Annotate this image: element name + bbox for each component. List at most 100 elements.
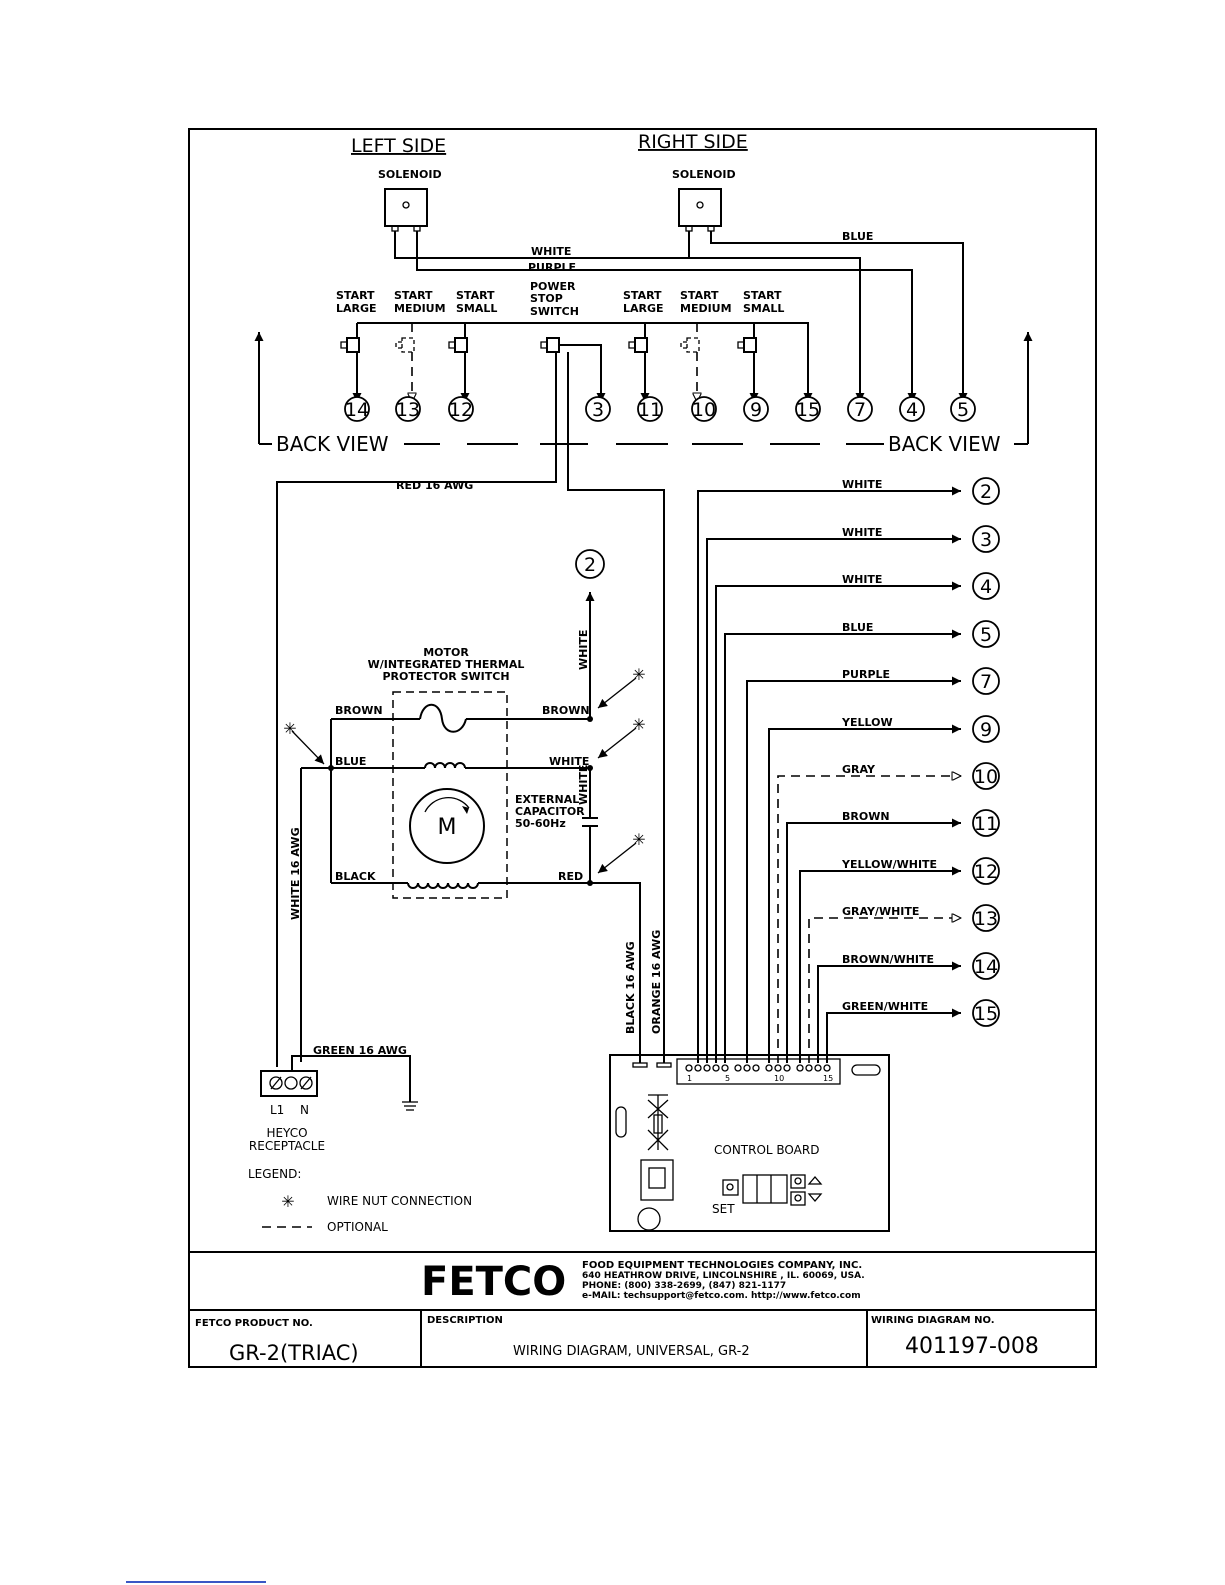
svg-text:GREEN/WHITE: GREEN/WHITE (842, 1000, 928, 1013)
control-board-title: CONTROL BOARD (714, 1143, 819, 1157)
svg-text:LARGE: LARGE (336, 302, 377, 315)
harness-terminal-15: 15 (974, 1003, 998, 1025)
company-name: FOOD EQUIPMENT TECHNOLOGIES COMPANY, INC… (582, 1260, 862, 1271)
harness-terminal-2: 2 (980, 481, 992, 503)
terminal-13: 13 (396, 399, 420, 421)
svg-text:YELLOW: YELLOW (841, 716, 893, 729)
svg-text:START: START (680, 289, 719, 302)
legend: LEGEND: ✳ WIRE NUT CONNECTION OPTIONAL (248, 1167, 472, 1234)
svg-text:BROWN: BROWN (335, 704, 383, 717)
terminal-9: 9 (750, 399, 762, 421)
svg-text:N: N (300, 1103, 309, 1117)
svg-text:MEDIUM: MEDIUM (394, 302, 446, 315)
svg-text:15: 15 (823, 1074, 833, 1083)
svg-text:YELLOW/WHITE: YELLOW/WHITE (841, 858, 937, 871)
terminal-11: 11 (638, 399, 662, 421)
ground-wire: GREEN 16 AWG (291, 1044, 418, 1111)
switch-common-bus (357, 322, 813, 402)
product-number: GR-2(TRIAC) (229, 1341, 359, 1365)
harness-terminal-14: 14 (974, 956, 998, 978)
start-large-left-switch (340, 323, 362, 402)
svg-text:START: START (336, 289, 375, 302)
svg-text:HEYCO: HEYCO (266, 1126, 307, 1140)
heyco-receptacle: L1 N HEYCO RECEPTACLE (249, 1070, 325, 1153)
left-side-heading: LEFT SIDE (351, 135, 446, 157)
description-label: DESCRIPTION (427, 1315, 503, 1326)
white-wire-label: WHITE (531, 245, 571, 258)
svg-text:START: START (394, 289, 433, 302)
svg-text:SMALL: SMALL (456, 302, 497, 315)
black-16-awg-label: BLACK 16 AWG (624, 941, 637, 1034)
svg-text:SWITCH: SWITCH (530, 305, 579, 318)
white-16-awg-label: WHITE 16 AWG (289, 827, 302, 920)
harness-terminal-13: 13 (974, 908, 998, 930)
harness-terminal-9: 9 (980, 719, 992, 741)
svg-text:WHITE: WHITE (549, 755, 589, 768)
harness-terminal-4: 4 (980, 576, 992, 598)
svg-text:WHITE: WHITE (842, 478, 882, 491)
blue-wire-label: BLUE (842, 230, 873, 243)
svg-text:WHITE: WHITE (577, 765, 590, 805)
power-stop-switch (276, 337, 665, 1067)
svg-text:BROWN/WHITE: BROWN/WHITE (842, 953, 934, 966)
solenoid-wiring: WHITE PURPLE BLUE (394, 230, 968, 402)
svg-text:POWER: POWER (530, 280, 576, 293)
svg-text:5: 5 (725, 1074, 730, 1083)
motor-terminal-2: 2 (584, 554, 596, 576)
svg-text:WHITE: WHITE (842, 573, 882, 586)
svg-text:STOP: STOP (530, 292, 563, 305)
motor-leads: 2 (300, 549, 641, 1063)
svg-text:BLUE: BLUE (335, 755, 366, 768)
svg-text:BROWN: BROWN (842, 810, 890, 823)
svg-text:640 HEATHROW DRIVE, LINCOLNSHI: 640 HEATHROW DRIVE, LINCOLNSHIRE , IL. 6… (582, 1271, 865, 1281)
purple-wire-label: PURPLE (528, 261, 576, 274)
switch-labels: START LARGE START MEDIUM START SMALL POW… (336, 280, 784, 318)
svg-text:EXTERNAL: EXTERNAL (515, 793, 579, 806)
red-16-awg-label: RED 16 AWG (396, 479, 473, 492)
diagram-no-label: WIRING DIAGRAM NO. (871, 1315, 995, 1326)
back-view-divider: BACK VIEW BACK VIEW (254, 332, 1033, 456)
svg-text:BLACK: BLACK (335, 870, 376, 883)
description-text: WIRING DIAGRAM, UNIVERSAL, GR-2 (513, 1344, 750, 1359)
legend-wire-nut: WIRE NUT CONNECTION (327, 1194, 472, 1208)
svg-text:BLUE: BLUE (842, 621, 873, 634)
wire-nut-icon: ✳ (632, 665, 645, 684)
svg-text:WHITE: WHITE (577, 630, 590, 670)
connector-pins (685, 1064, 831, 1072)
svg-text:GRAY: GRAY (842, 763, 876, 776)
sheet-frame (188, 128, 1097, 1368)
svg-text:MOTOR: MOTOR (423, 646, 469, 659)
terminal-5: 5 (957, 399, 969, 421)
up-arrow-icon (807, 1176, 823, 1185)
down-arrow-icon (807, 1193, 823, 1202)
terminal-3: 3 (592, 399, 604, 421)
svg-text:RED: RED (558, 870, 583, 883)
svg-text:START: START (623, 289, 662, 302)
terminal-12: 12 (449, 399, 473, 421)
harness-terminal-7: 7 (980, 671, 992, 693)
terminal-10: 10 (692, 399, 716, 421)
svg-text:RECEPTACLE: RECEPTACLE (249, 1139, 325, 1153)
right-solenoid: SOLENOID (672, 168, 736, 232)
start-large-right-switch (628, 323, 650, 402)
footer-link-underline[interactable] (126, 1581, 266, 1583)
svg-text:L1: L1 (270, 1103, 284, 1117)
terminal-7: 7 (854, 399, 866, 421)
svg-text:BROWN: BROWN (542, 704, 590, 717)
motor-dashed-box (392, 691, 508, 899)
harness-terminal-11: 11 (974, 813, 998, 835)
svg-text:START: START (456, 289, 495, 302)
motor-letter: M (438, 815, 457, 840)
svg-text:LARGE: LARGE (623, 302, 664, 315)
top-terminals: 14 13 12 3 11 10 9 15 7 4 5 (344, 396, 976, 422)
svg-text:CAPACITOR: CAPACITOR (515, 805, 585, 818)
terminal-15: 15 (796, 399, 820, 421)
green-16-awg-label: GREEN 16 AWG (313, 1044, 407, 1057)
svg-text:50-60Hz: 50-60Hz (515, 817, 566, 830)
terminal-4: 4 (906, 399, 918, 421)
svg-text:PURPLE: PURPLE (842, 668, 890, 681)
harness-terminal-5: 5 (980, 624, 992, 646)
svg-text:WHITE: WHITE (842, 526, 882, 539)
set-label: SET (712, 1202, 735, 1216)
svg-text:START: START (743, 289, 782, 302)
